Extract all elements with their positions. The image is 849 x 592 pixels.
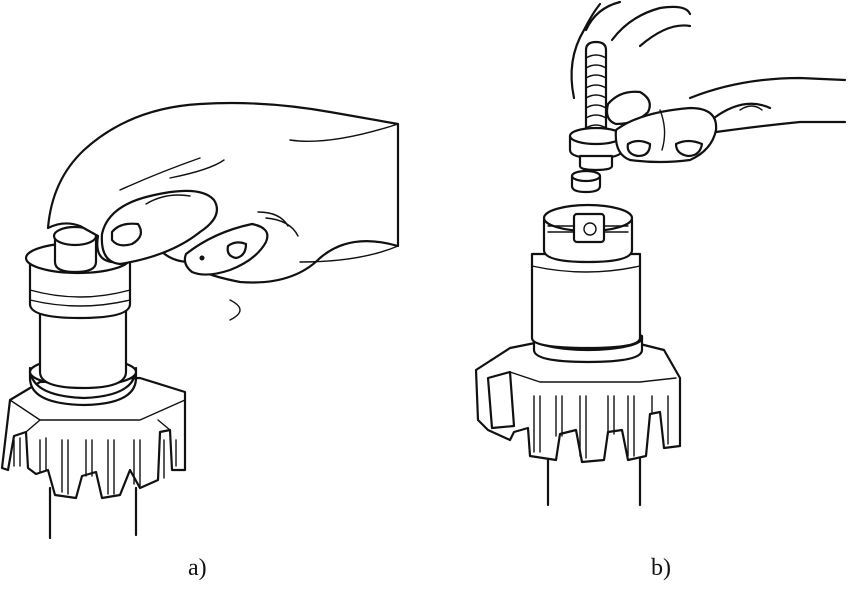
panel-a-illustration [0,101,400,540]
panel-b-cap [570,169,602,194]
panel-b-illustration [474,0,847,507]
panel-a-gear [0,376,187,500]
panel-b-hand [570,0,847,164]
panel-a-bushing [24,241,132,320]
panel-b-gear [474,340,682,464]
panel-a-caption: a) [188,555,207,581]
panel-b-caption: b) [651,555,671,581]
panel-a-hand [46,101,400,321]
panel-a-plunger [52,225,98,274]
panel-a-shafts [48,486,138,540]
panel-b-slotted-top [542,203,634,264]
panel-b-cylinder [530,252,642,350]
panel-b-bolt [568,40,624,172]
